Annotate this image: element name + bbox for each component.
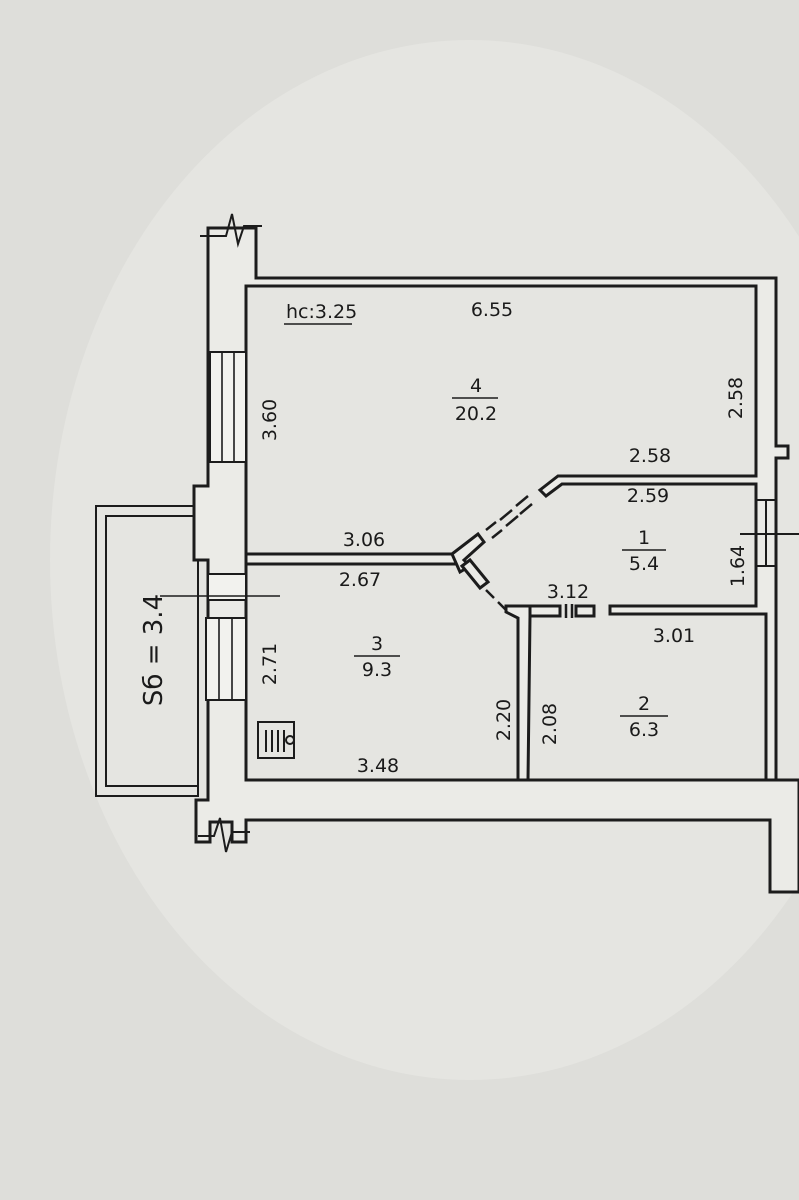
door-dashes xyxy=(485,495,574,618)
dim-r4-bottom-right: 2.58 xyxy=(629,445,671,467)
left-exterior-wall xyxy=(192,226,799,894)
dim-r4-right: 2.58 xyxy=(725,377,747,419)
wall-diagonal-2 xyxy=(459,557,491,591)
wall-corridor-top xyxy=(528,604,562,618)
room-3-area: 9.3 xyxy=(362,659,392,681)
dim-r1-right: 1.64 xyxy=(727,545,749,587)
wall-corridor-mid xyxy=(574,604,596,618)
room-4-area: 20.2 xyxy=(455,403,497,425)
dim-r3-top: 3.06 xyxy=(343,529,385,551)
wall-room3-top xyxy=(244,552,458,566)
room-2-number: 2 xyxy=(638,693,650,715)
break-mark-bottom xyxy=(198,817,250,853)
dim-r4-left: 3.60 xyxy=(259,399,281,441)
dim-corridor: 3.12 xyxy=(547,581,589,603)
dim-r2-top: 3.01 xyxy=(653,625,695,647)
room-2-area: 6.3 xyxy=(629,719,659,741)
break-mark-top xyxy=(200,213,262,248)
dim-r3-top-inner: 2.67 xyxy=(339,569,381,591)
balcony-area-label: Sб = 3.4 xyxy=(139,594,169,706)
room-1-area: 5.4 xyxy=(629,553,659,575)
room-4-number: 4 xyxy=(470,375,482,397)
room-1-number: 1 xyxy=(638,527,650,549)
dim-r3-right: 2.20 xyxy=(493,699,515,741)
dim-r3-bottom: 3.48 xyxy=(357,755,399,777)
dim-r2-left: 2.08 xyxy=(539,703,561,745)
ceiling-height-label: hc:3.25 xyxy=(286,301,357,323)
sink-symbol xyxy=(257,721,295,759)
wall-diagonal-1 xyxy=(450,531,487,575)
dim-r3-left: 2.71 xyxy=(259,643,281,685)
dim-r1-top: 2.59 xyxy=(627,485,669,507)
room-3-number: 3 xyxy=(371,633,383,655)
right-door xyxy=(740,499,799,567)
balcony-inner xyxy=(105,515,199,787)
window-room-4 xyxy=(209,351,247,463)
dim-r4-top: 6.55 xyxy=(471,299,513,321)
window-room-3 xyxy=(205,617,247,701)
